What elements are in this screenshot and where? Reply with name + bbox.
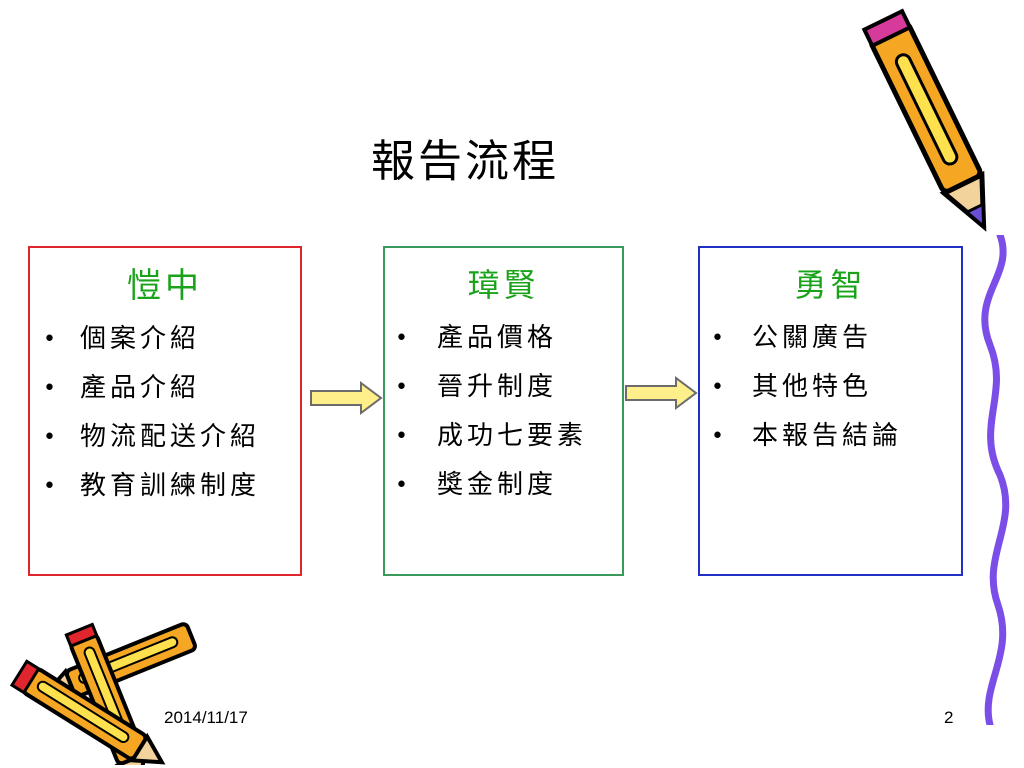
slide-title: 報告流程 [371,136,559,187]
section-heading: 勇智 [794,266,867,304]
bullet-glyph: • [711,326,728,351]
pencil-icon [861,8,987,232]
page-number: 2 [944,708,954,727]
section-box-yongzhi: 勇智 •公關廣告 •其他特色 •本報告結論 [698,246,963,576]
bullet-glyph: • [43,327,60,352]
list-item: •公關廣告 [700,314,961,363]
bullet-glyph: • [395,375,412,400]
bullet-glyph: • [43,376,60,401]
list-item: •個案介紹 [30,315,300,364]
bullet-glyph: • [395,424,412,449]
bullet-list: •產品價格 •晉升制度 •成功七要素 •獎金制度 [385,314,622,510]
bullet-list: •公關廣告 •其他特色 •本報告結論 [700,314,961,461]
list-item: •教育訓練制度 [30,462,300,511]
crossed-pencils-icon [9,622,197,765]
bullet-glyph: • [395,473,412,498]
bullet-glyph: • [711,424,728,449]
list-item: •產品介紹 [30,364,300,413]
list-item: •其他特色 [700,363,961,412]
right-arrow-icon [310,381,383,415]
squiggle-line-icon [981,235,1010,725]
bullet-list: •個案介紹 •產品介紹 •物流配送介紹 •教育訓練制度 [30,315,300,511]
list-item: •物流配送介紹 [30,413,300,462]
list-item: •成功七要素 [385,412,622,461]
section-heading: 璋賢 [467,266,540,304]
list-item: •產品價格 [385,314,622,363]
list-item: •晉升制度 [385,363,622,412]
section-heading: 愷中 [127,266,203,306]
section-box-zhangxian: 璋賢 •產品價格 •晉升制度 •成功七要素 •獎金制度 [383,246,624,576]
right-arrow-icon [625,376,698,410]
list-item: •本報告結論 [700,412,961,461]
footer-date: 2014/11/17 [164,708,248,727]
bullet-glyph: • [43,425,60,450]
list-item: •獎金制度 [385,461,622,510]
bullet-glyph: • [711,375,728,400]
bullet-glyph: • [43,474,60,499]
section-box-kaizhong: 愷中 •個案介紹 •產品介紹 •物流配送介紹 •教育訓練制度 [28,246,302,576]
bullet-glyph: • [395,326,412,351]
